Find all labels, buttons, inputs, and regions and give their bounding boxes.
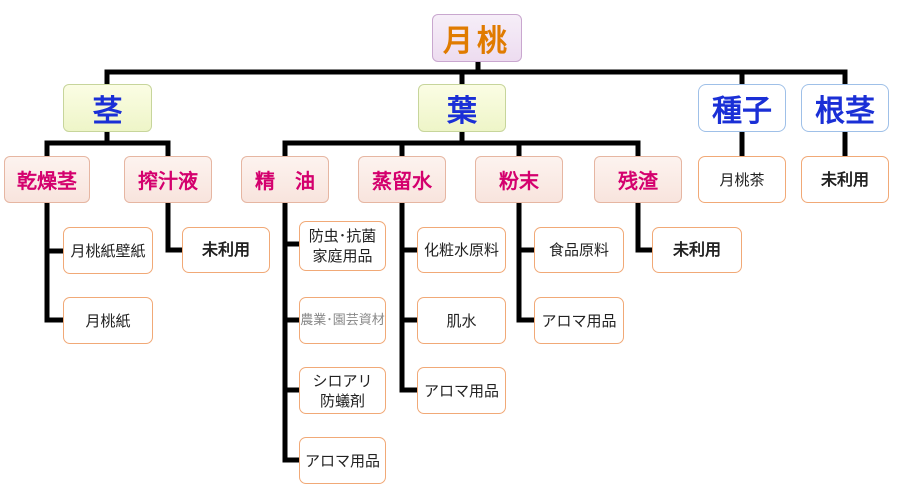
- leaf-juice-unused: 未利用: [182, 227, 270, 273]
- node-essential-oil: 精 油: [241, 156, 329, 203]
- leaf-cosmetic: 化粧水原料: [417, 227, 506, 273]
- node-distilled-water: 蒸留水: [358, 156, 446, 203]
- node-powder: 粉末: [475, 156, 563, 203]
- leaf-paper: 月桃紙: [63, 297, 153, 344]
- leaf-termite: シロアリ 防蟻剤: [299, 367, 386, 414]
- node-leaf: 葉: [418, 84, 506, 132]
- leaf-residue-unused: 未利用: [652, 227, 742, 273]
- leaf-rhizome-unused: 未利用: [801, 156, 889, 203]
- leaf-wallpaper: 月桃紙壁紙: [63, 227, 153, 274]
- node-dry-stem: 乾燥茎: [4, 156, 90, 203]
- node-stem: 茎: [63, 84, 152, 132]
- node-pressed-juice: 搾汁液: [124, 156, 212, 203]
- leaf-food: 食品原料: [534, 227, 624, 273]
- node-rhizome: 根茎: [801, 84, 889, 132]
- leaf-agri-material: 農業･園芸資材: [299, 297, 386, 344]
- leaf-skin-water: 肌水: [417, 297, 506, 344]
- leaf-oil-aroma: アロマ用品: [299, 437, 386, 484]
- leaf-insect-repellent: 防虫･抗菌 家庭用品: [299, 221, 386, 271]
- leaf-water-aroma: アロマ用品: [417, 367, 506, 414]
- root-node: 月桃: [432, 14, 522, 62]
- leaf-seed-tea: 月桃茶: [698, 156, 786, 203]
- node-residue: 残渣: [594, 156, 682, 203]
- node-seed: 種子: [698, 84, 786, 132]
- leaf-powder-aroma: アロマ用品: [534, 297, 624, 344]
